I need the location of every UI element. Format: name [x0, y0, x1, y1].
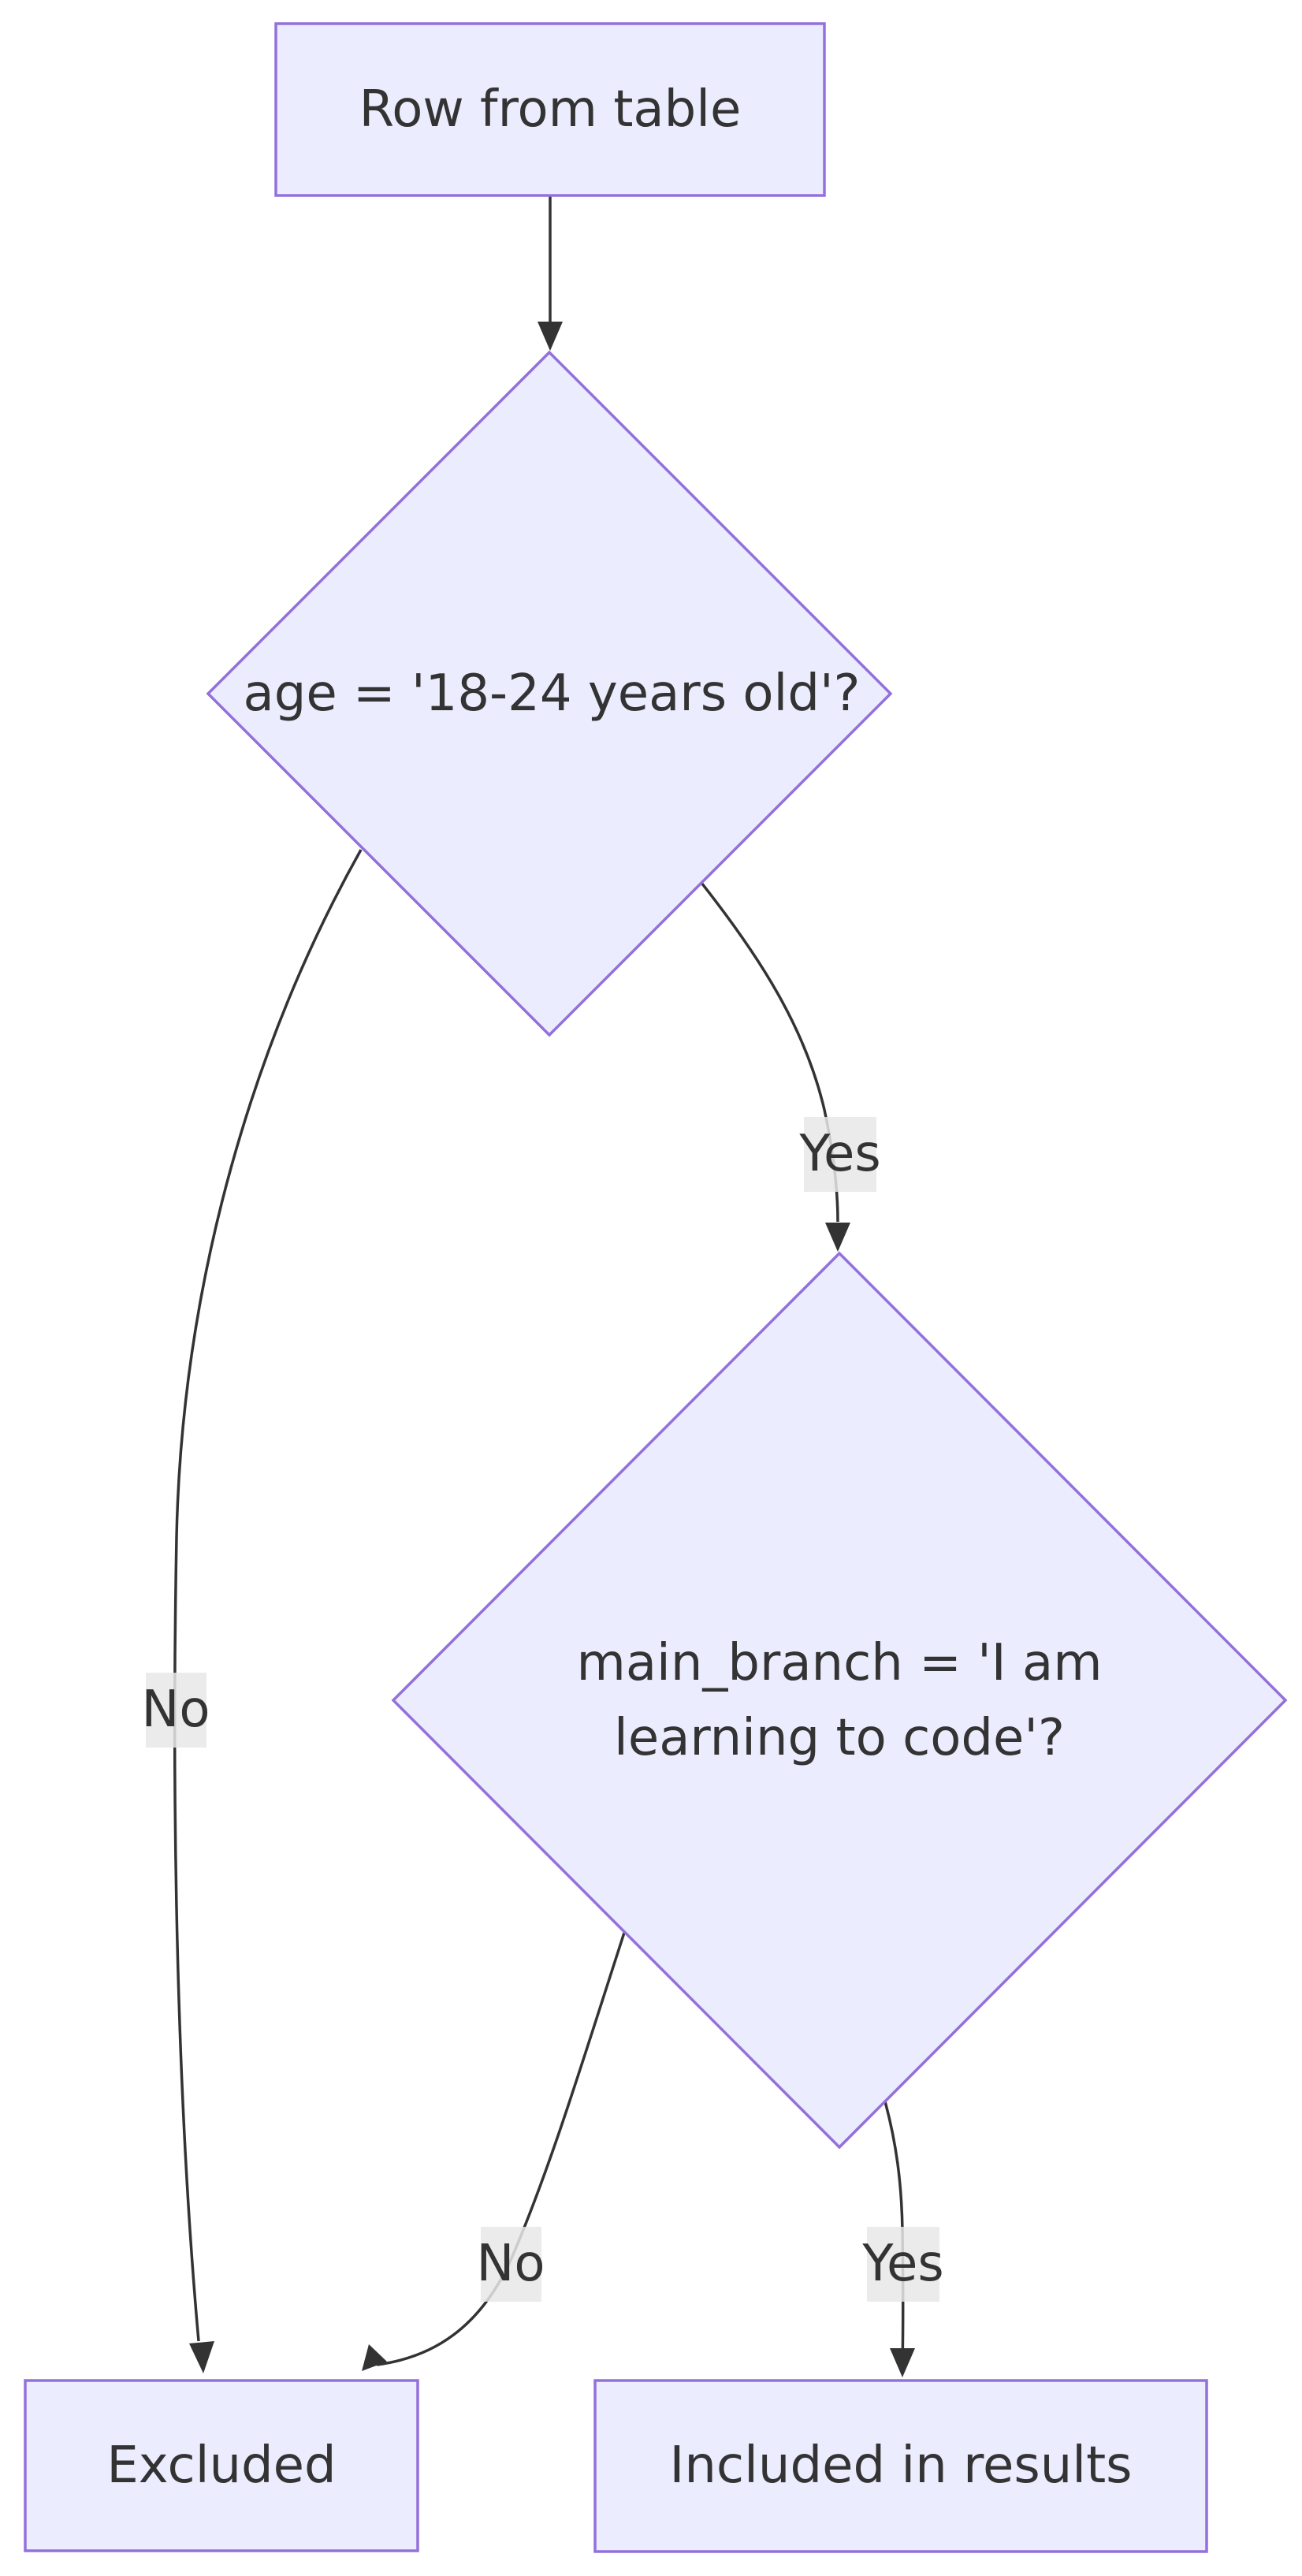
node-start-box [274, 22, 826, 197]
arrowhead-icon [362, 2344, 387, 2371]
edge-age-check-yes-to-branch-check [700, 881, 850, 1252]
node-start-label: Row from table [359, 80, 742, 139]
node-branch-check-diamond [391, 1251, 1288, 2150]
node-included-label: Included in results [669, 2436, 1132, 2495]
node-start: Row from table [274, 22, 826, 197]
edge-label-text: No [141, 1681, 210, 1739]
arrowhead-icon [890, 2348, 915, 2377]
node-excluded-box [24, 2379, 419, 2552]
edge-label-age-no: No [141, 1673, 210, 1748]
node-age-check-diamond [206, 350, 893, 1037]
node-branch-check: main_branch = 'I am learning to code'? [391, 1251, 1288, 2150]
edge-label-branch-yes: Yes [861, 2227, 944, 2302]
node-excluded: Excluded [24, 2379, 419, 2552]
edge-label-branch-no: No [476, 2227, 545, 2302]
edge-label-bg [481, 2227, 541, 2302]
edge-label-bg [804, 1117, 876, 1192]
arrowhead-icon [825, 1223, 850, 1252]
node-age-check: age = '18-24 years old'? [206, 350, 893, 1037]
edge-age-check-no-to-excluded [173, 849, 363, 2373]
edge-label-age-yes: Yes [798, 1117, 881, 1192]
arrowhead-icon [189, 2341, 214, 2373]
edge-label-text: Yes [798, 1125, 880, 1183]
node-branch-check-label-line2: learning to code'? [614, 1709, 1065, 1767]
edge-branch-check-no-to-excluded [362, 1932, 626, 2371]
node-branch-check-label-line1: main_branch = 'I am [576, 1634, 1102, 1692]
edge-line [173, 849, 363, 2342]
edge-label-text: No [476, 2235, 545, 2293]
node-excluded-label: Excluded [106, 2436, 336, 2495]
node-included-box [593, 2379, 1208, 2553]
node-age-check-label: age = '18-24 years old'? [243, 664, 860, 723]
edge-label-bg [867, 2227, 939, 2302]
edge-label-bg [146, 1673, 206, 1748]
node-included: Included in results [593, 2379, 1208, 2553]
edge-start-to-age-check [538, 196, 563, 351]
edge-label-text: Yes [861, 2235, 943, 2293]
arrowhead-icon [538, 322, 563, 351]
